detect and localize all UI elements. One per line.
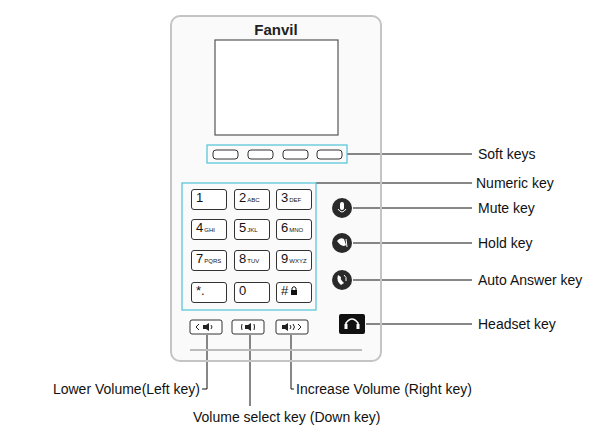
keypad-key: 7PQRS [191,250,227,271]
leader-lines [202,154,472,406]
key-digit: 5 [239,220,246,235]
key-digit: 3 [281,190,288,205]
keypad-key: 4GHI [191,219,227,240]
key-digit: 1 [196,190,203,205]
lock-icon [290,285,298,295]
key-letters: DEF [289,197,301,203]
keypad-key: 9WXYZ [276,250,312,271]
key-digit: 0 [239,283,246,298]
key-digit: # [281,283,288,298]
keypad-key: 0 [234,282,270,303]
key-letters: PQRS [204,258,221,264]
key-letters: WXYZ [289,258,306,264]
keypad-key: *. [191,282,227,303]
callout-label: Numeric key [476,175,554,191]
key-digit: 4 [196,220,203,235]
key-digit: 8 [239,251,246,266]
key-digit: 6 [281,220,288,235]
keypad-key: 1 [191,189,227,210]
callout-label: Increase Volume (Right key) [296,381,472,397]
phone-body [171,16,381,361]
keypad-key: 8TUV [234,250,270,271]
key-letters: ABC [247,197,259,203]
callout-label: Hold key [478,235,532,251]
callout-label: Mute key [478,200,535,216]
callout-label: Lower Volume(Left key) [53,381,200,397]
callout-label: Volume select key (Down key) [193,409,381,425]
key-letters: MNO [289,227,303,233]
key-digit: 9 [281,251,288,266]
keypad-key: 2ABC [234,189,270,210]
key-digit: 7 [196,251,203,266]
brand-logo: Fanvil [172,21,380,38]
keypad-key: 5JKL [234,219,270,240]
keypad-key: 3DEF [276,189,312,210]
keypad-key: # [276,282,312,303]
callout-label: Auto Answer key [478,272,582,288]
key-digit: 2 [239,190,246,205]
keypad-key: 6MNO [276,219,312,240]
key-letters: JKL [247,227,257,233]
key-digit: *. [196,283,205,298]
callout-label: Soft keys [478,146,536,162]
key-letters: TUV [247,258,259,264]
phone-housing: Fanvil 1 2ABC 3DEF 4GHI 5JKL 6MNO 7PQRS 8TUV 9WXY… [170,15,382,362]
callout-label: Headset key [478,316,556,332]
key-letters: GHI [204,227,215,233]
